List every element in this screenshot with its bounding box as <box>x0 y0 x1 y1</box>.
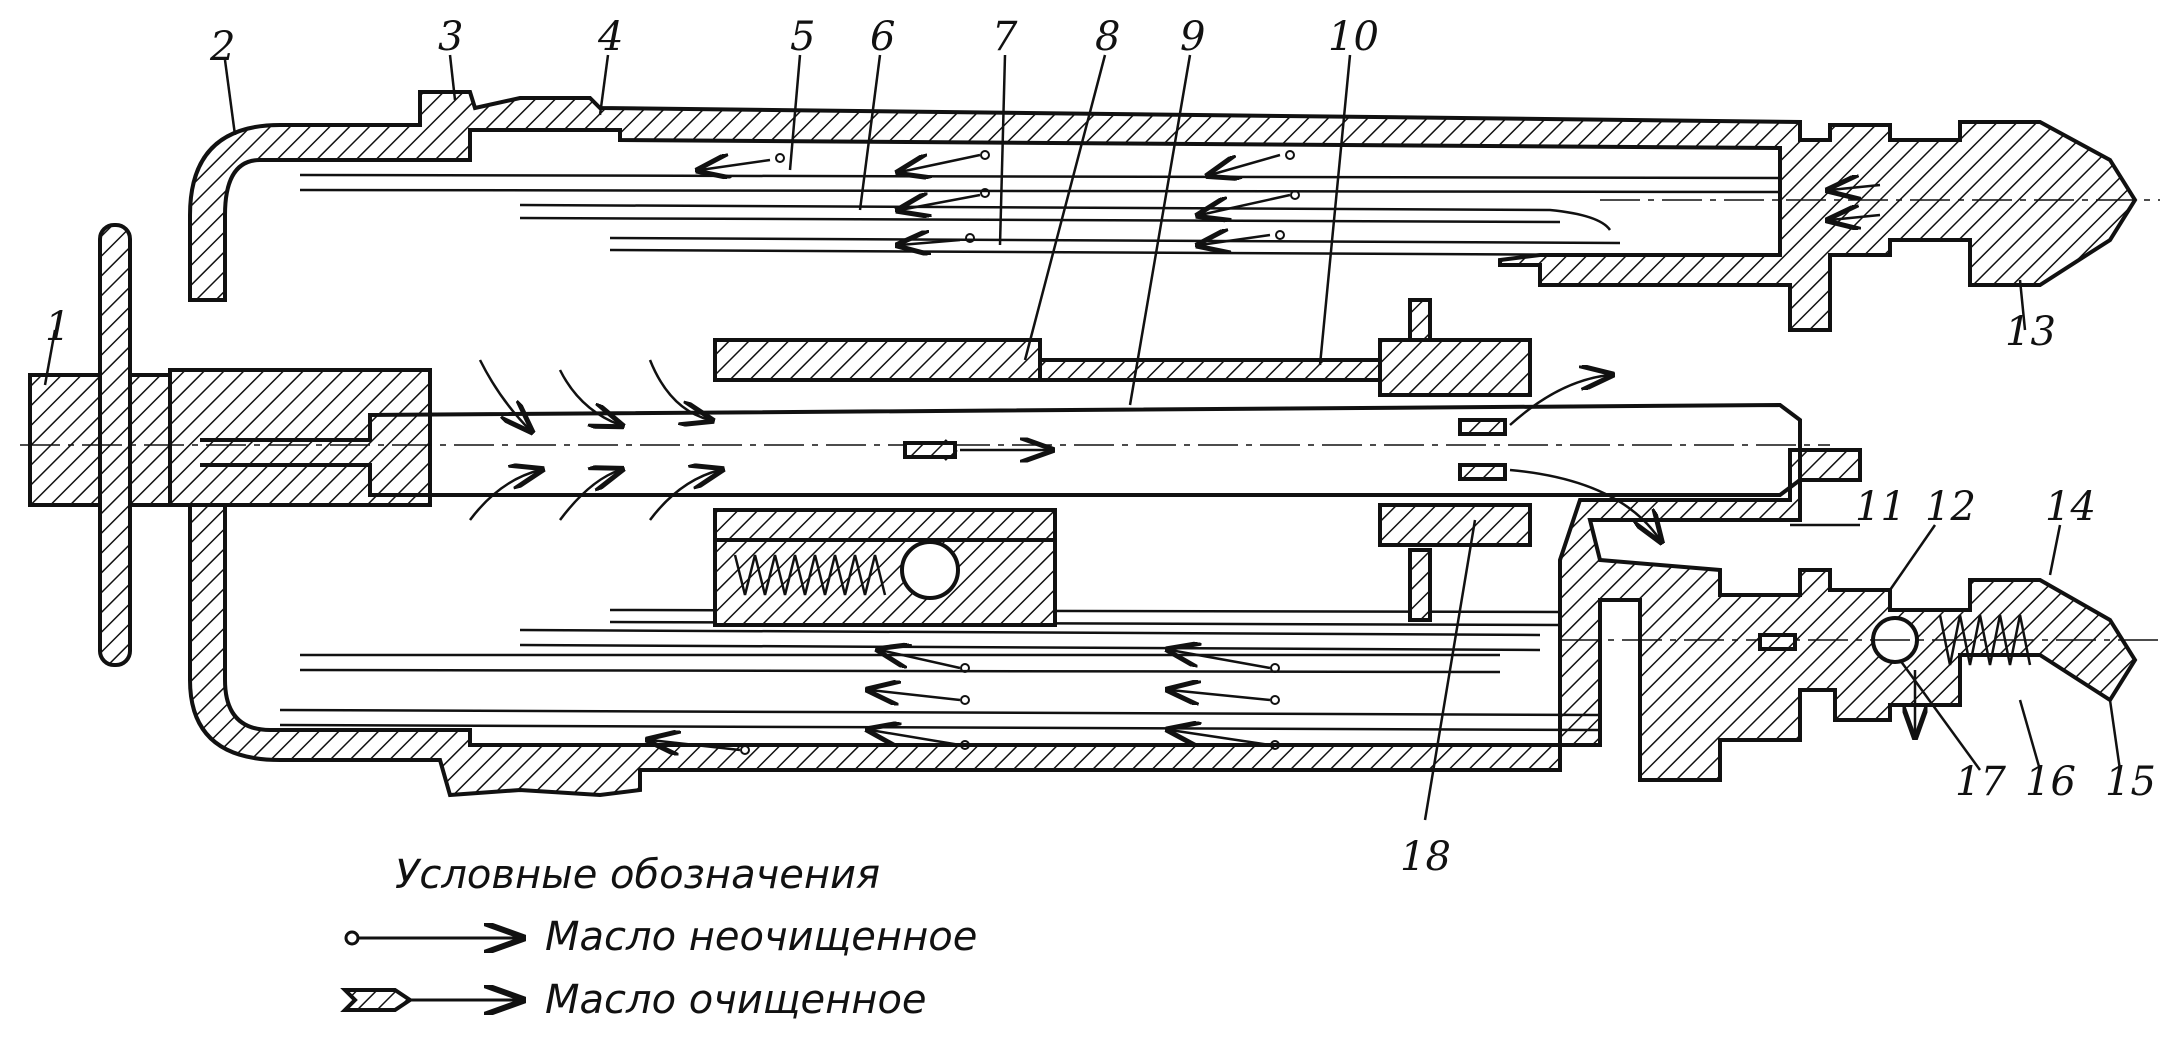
raw-oil-arrows <box>650 150 1881 754</box>
rotor-parts <box>713 298 1532 627</box>
callout-1: 1 <box>45 304 70 350</box>
legend-clean-oil-label: Масло очищенное <box>545 977 927 1023</box>
callout-8: 8 <box>1095 14 1120 60</box>
callout-17: 17 <box>1955 759 2006 805</box>
leader-lines <box>43 54 2122 821</box>
callout-15: 15 <box>2105 759 2156 805</box>
legend-title: Условные обозначения <box>395 852 880 898</box>
callout-4: 4 <box>597 14 623 60</box>
callout-12: 12 <box>1925 484 1976 530</box>
housing <box>188 90 2138 798</box>
callout-7: 7 <box>992 14 1018 60</box>
legend-clean-oil-symbol <box>340 990 520 1010</box>
callout-3: 3 <box>438 14 463 60</box>
callout-9: 9 <box>1180 14 1205 60</box>
legend: Условные обозначения Масло неочищенное М… <box>340 852 977 1023</box>
callout-6: 6 <box>870 14 895 60</box>
legend-raw-oil-symbol <box>344 932 520 944</box>
callout-10: 10 <box>1328 14 1379 60</box>
callout-13: 13 <box>2005 309 2056 355</box>
callout-14: 14 <box>2045 484 2096 530</box>
callout-2: 2 <box>209 24 235 70</box>
callout-11: 11 <box>1855 484 1906 530</box>
callout-16: 16 <box>2025 759 2076 805</box>
legend-raw-oil-label: Масло неочищенное <box>545 914 977 960</box>
callout-labels: 1 2 3 4 5 6 7 8 9 10 11 12 13 14 15 16 1… <box>45 14 2156 880</box>
callout-18: 18 <box>1400 834 1451 880</box>
clean-oil-arrows <box>469 359 1797 651</box>
callout-5: 5 <box>790 14 815 60</box>
